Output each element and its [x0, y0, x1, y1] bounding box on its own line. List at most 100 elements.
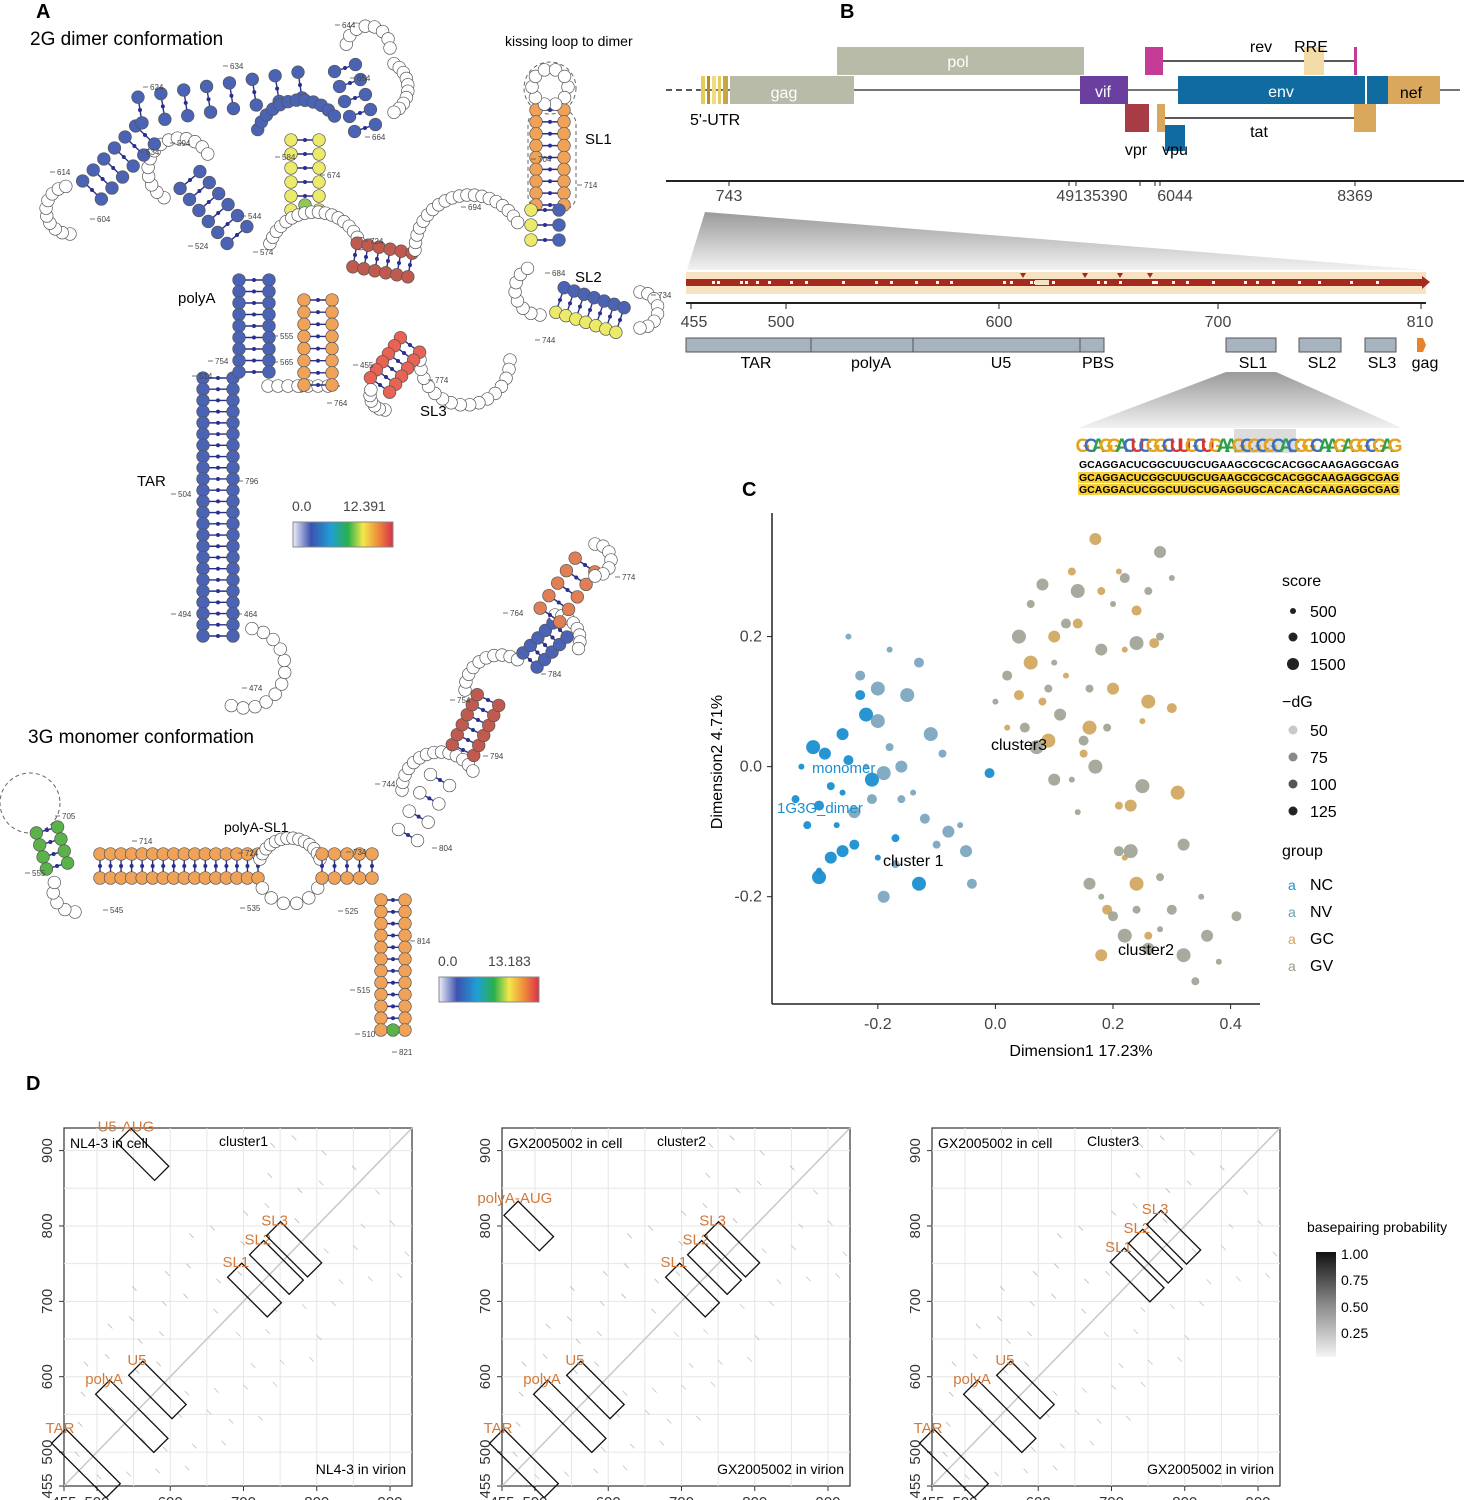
bp-dash [1177, 1356, 1183, 1362]
backbone-tick [1272, 281, 1275, 284]
nucleotide [196, 618, 210, 632]
nucleotide [402, 804, 416, 818]
logo-letter: U [1131, 436, 1145, 457]
position-tick: 474 [249, 684, 263, 693]
heat-x-tick-label: 700 [231, 1494, 256, 1500]
position-tick: 684 [552, 269, 566, 278]
bp-dash [566, 1316, 572, 1322]
bp-dash [948, 1391, 954, 1397]
backbone-tick [1010, 281, 1013, 284]
region-label-polya: polyA [851, 355, 891, 372]
backbone-tick [768, 281, 771, 284]
heat-y-tick-label: 800 [477, 1213, 494, 1238]
utr-label: 5'-UTR [690, 112, 740, 129]
position-tick: 555 [280, 332, 294, 341]
monomer-colorbar: 0.0 13.183 [438, 953, 540, 1003]
bp-dash [629, 1443, 635, 1449]
bp-dash [1059, 1443, 1065, 1449]
gene-label-rev: rev [1250, 39, 1272, 56]
bp-dash [1199, 1301, 1205, 1307]
position-tick: 510 [362, 1030, 376, 1039]
region-label-sl3: SL3 [1368, 355, 1397, 372]
nucleotide [262, 307, 276, 322]
nucleotide [557, 90, 572, 105]
bp-dash [177, 1412, 183, 1418]
bp-dash [969, 1383, 975, 1390]
nucleotide [297, 305, 311, 319]
bp-dash [210, 1225, 216, 1231]
gene-label-vpu: vpu [1162, 142, 1188, 159]
logo-letter: G [1076, 436, 1091, 457]
logo-letter: C [1162, 436, 1176, 457]
rre-box [1304, 47, 1324, 75]
scatter-point-gv [1144, 587, 1153, 596]
panel-label-d: D [26, 1073, 40, 1095]
nucleotide [105, 181, 119, 195]
kissing-loop-label: kissing loop to dimer [505, 33, 633, 49]
diagonal [501, 1127, 851, 1487]
logo-letter: G [1185, 436, 1200, 457]
heat-y-tick-label: 900 [39, 1138, 56, 1163]
bp-dash [1089, 1440, 1095, 1446]
scatter-point-nc [812, 870, 827, 885]
bp-dash [1081, 1387, 1087, 1393]
bp-dash [594, 1361, 599, 1367]
nucleotide [398, 893, 412, 907]
bp-dash [1138, 1142, 1144, 1148]
scatter-point-gv [1117, 928, 1132, 943]
region-pbs [1079, 337, 1105, 353]
scatter-point-nc [859, 707, 874, 722]
backbone-arrow [1020, 273, 1026, 278]
scatter-point-nv [942, 825, 955, 838]
scatter-point-gv [1198, 893, 1205, 900]
logo-letter: C [1084, 436, 1098, 457]
heat-box-label: SL1 [660, 1254, 687, 1271]
scatter-point-nv [923, 727, 938, 742]
bp-dash [534, 1474, 540, 1480]
bp-dash [270, 1142, 276, 1148]
bp-dash [1023, 1468, 1029, 1474]
scatter-point-gv [1156, 632, 1165, 641]
nucleotide [529, 186, 543, 200]
heat-x-tick-label: 500 [84, 1494, 109, 1500]
nucleotide [560, 630, 574, 644]
bp-dash [1078, 1225, 1084, 1231]
heat-box-tar [488, 1428, 560, 1499]
heat-bottom-label: GX2005002 in virion [1147, 1461, 1274, 1477]
bp-dash [353, 1245, 359, 1251]
scatter-point-gv [1088, 759, 1103, 774]
bp-dash [243, 1384, 249, 1390]
heat-x-tick-label: 600 [1026, 1494, 1051, 1500]
nucleotide [325, 293, 339, 307]
nucleotide [557, 127, 571, 141]
backbone-tick [1350, 281, 1353, 284]
backbone-tick [805, 281, 808, 284]
heat-bottom-label: NL4-3 in virion [316, 1461, 406, 1477]
heat-x-tick-label: 500 [522, 1494, 547, 1500]
kissing-loop-ring [523, 61, 577, 115]
heat-box-label: SL2 [1123, 1220, 1150, 1237]
backbone-arrow [1082, 273, 1088, 278]
position-tick: 714 [139, 837, 153, 846]
nucleotide [212, 186, 226, 201]
position-tick: 724 [245, 849, 259, 858]
heat-box-label: SL1 [1105, 1239, 1132, 1256]
region-u5 [912, 337, 1081, 353]
nucleotide [382, 385, 397, 399]
nucleotide [196, 416, 210, 430]
legend-score-1500: 1500 [1310, 657, 1346, 674]
bp-dash [316, 1334, 322, 1341]
nucleotide [54, 832, 68, 846]
logo-letter: U [1201, 436, 1215, 457]
heat-box-polya [962, 1379, 1037, 1454]
nucleotide [196, 393, 210, 408]
bp-dash [1002, 1368, 1008, 1374]
bp-dash [964, 1474, 970, 1480]
bp-legend-ramp [1316, 1252, 1336, 1357]
sl1-zoom-wedge [1078, 372, 1402, 428]
nucleotide [332, 79, 347, 94]
diagonal [63, 1127, 413, 1487]
nucleotide [379, 266, 393, 280]
backbone-tick [1172, 281, 1175, 284]
bp-dash [1228, 1223, 1234, 1229]
